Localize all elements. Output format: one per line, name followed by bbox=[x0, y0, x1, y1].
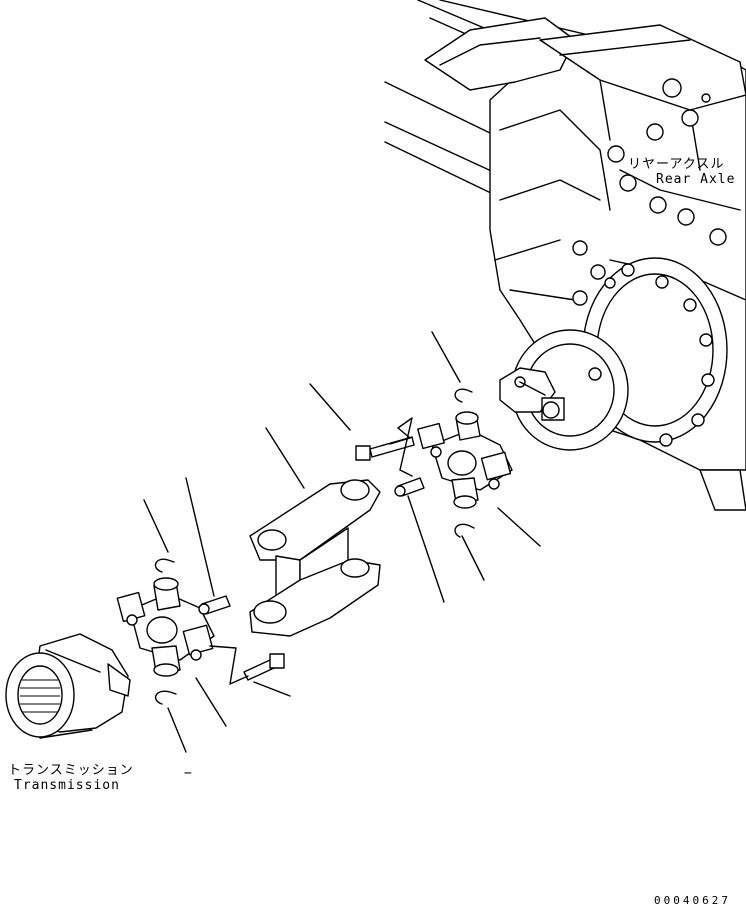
rear-axle-label-jp: リヤーアクスル bbox=[628, 157, 725, 172]
drawing-code: 00040627 bbox=[654, 894, 731, 907]
transmission-yoke bbox=[5, 633, 131, 739]
dash-mark: − bbox=[184, 766, 193, 781]
lower-bolt bbox=[243, 653, 285, 681]
support-bracket bbox=[249, 479, 381, 637]
upper-snap-ring-top bbox=[454, 388, 473, 403]
transmission-label-jp: トランスミッション bbox=[8, 763, 134, 778]
upper-grease-fitting bbox=[394, 477, 425, 497]
lower-snap-ring-bottom bbox=[154, 690, 177, 705]
lower-grease-fitting bbox=[198, 595, 231, 615]
rear-axle-label-en: Rear Axle bbox=[656, 172, 736, 187]
lower-universal-joint bbox=[116, 577, 215, 677]
upper-bolt bbox=[355, 436, 415, 461]
transmission-label-en: Transmission bbox=[14, 778, 120, 793]
upper-snap-ring-bottom bbox=[454, 523, 475, 538]
rear-axle-housing bbox=[384, 0, 746, 511]
upper-universal-joint bbox=[417, 411, 513, 509]
leader-lines bbox=[143, 331, 541, 753]
lower-snap-ring-top bbox=[154, 558, 175, 573]
